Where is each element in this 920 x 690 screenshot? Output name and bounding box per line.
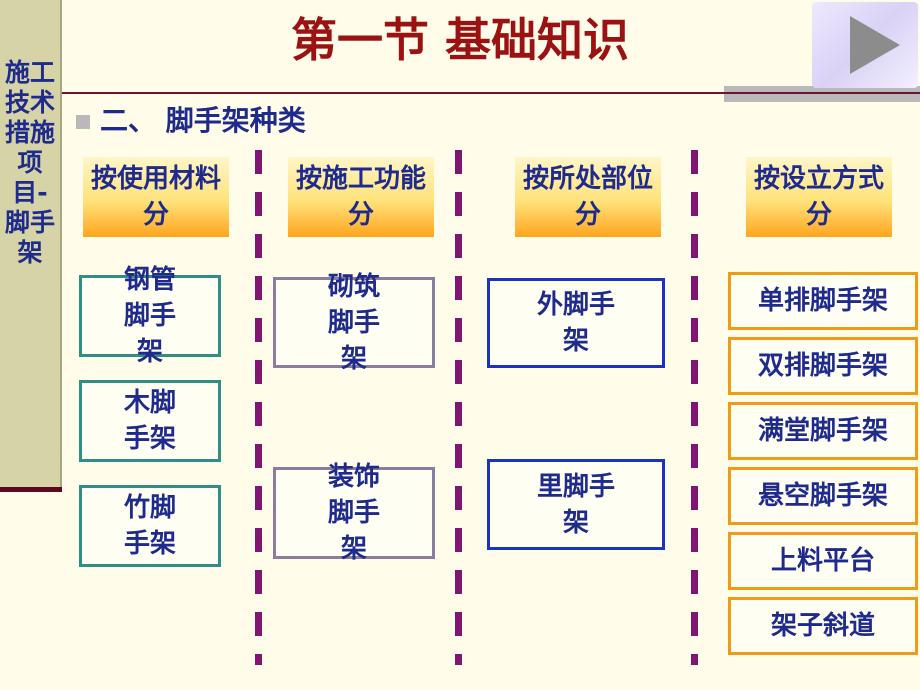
- sidebar-accent-bar: [0, 487, 62, 492]
- item-suspended: 悬空脚手架: [728, 467, 918, 525]
- item-wood: 木脚手架: [79, 380, 221, 462]
- item-interior: 里脚手架: [487, 459, 665, 550]
- bullet-icon: [76, 115, 90, 129]
- play-triangle-icon: [850, 16, 900, 74]
- column-divider: [455, 150, 462, 665]
- column-divider: [255, 150, 262, 665]
- subheading-text: 二、 脚手架种类: [100, 104, 306, 137]
- column-divider: [691, 150, 698, 665]
- item-decoration: 装饰脚手架: [273, 462, 435, 564]
- item-loading-platform: 上料平台: [728, 532, 918, 590]
- title-rule: [62, 92, 920, 94]
- item-masonry: 砌筑脚手架: [273, 272, 435, 374]
- sidebar-title: 施工技术措施项目-脚手架: [4, 58, 55, 267]
- header-position: 按所处部位分: [515, 157, 661, 237]
- section-subheading: 二、 脚手架种类: [76, 100, 306, 142]
- page-title: 第一节 基础知识: [290, 13, 629, 67]
- header-method: 按设立方式分: [746, 157, 892, 237]
- item-single-row: 单排脚手架: [728, 272, 918, 330]
- item-full-hall: 满堂脚手架: [728, 402, 918, 460]
- header-function: 按施工功能分: [288, 157, 434, 237]
- header-material: 按使用材料分: [83, 157, 229, 237]
- item-double-row: 双排脚手架: [728, 337, 918, 395]
- item-steel-tube: 钢管脚手架: [79, 265, 221, 367]
- next-slide-button[interactable]: [812, 2, 918, 88]
- sidebar: 施工技术措施项目-脚手架: [0, 0, 62, 490]
- item-ramp: 架子斜道: [728, 597, 918, 655]
- item-bamboo: 竹脚手架: [79, 485, 221, 567]
- title-rule-accent: [724, 86, 920, 102]
- item-exterior: 外脚手架: [487, 278, 665, 368]
